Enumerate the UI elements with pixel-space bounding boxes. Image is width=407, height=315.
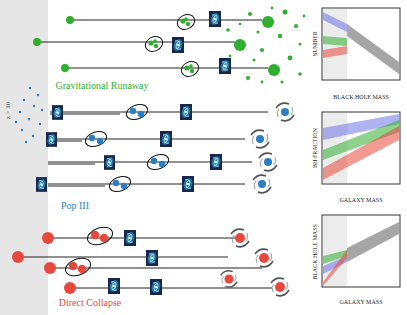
axis-label: GALAXY MASS — [340, 197, 383, 203]
channel-title: Pop III — [61, 201, 89, 211]
axis-label: BH FRACTION — [312, 128, 318, 168]
channel-title: Gravitational Runaway — [55, 81, 148, 91]
redshift-label: z > 10 — [6, 101, 13, 119]
axis-label: BLACK HOLE MASS — [312, 224, 318, 280]
channel-title: Direct Collapse — [59, 298, 121, 308]
axis-label: GALAXY MASS — [340, 299, 383, 305]
axis-label: NUMBER — [312, 31, 318, 57]
axis-label: BLACK HOLE MASS — [333, 94, 389, 100]
